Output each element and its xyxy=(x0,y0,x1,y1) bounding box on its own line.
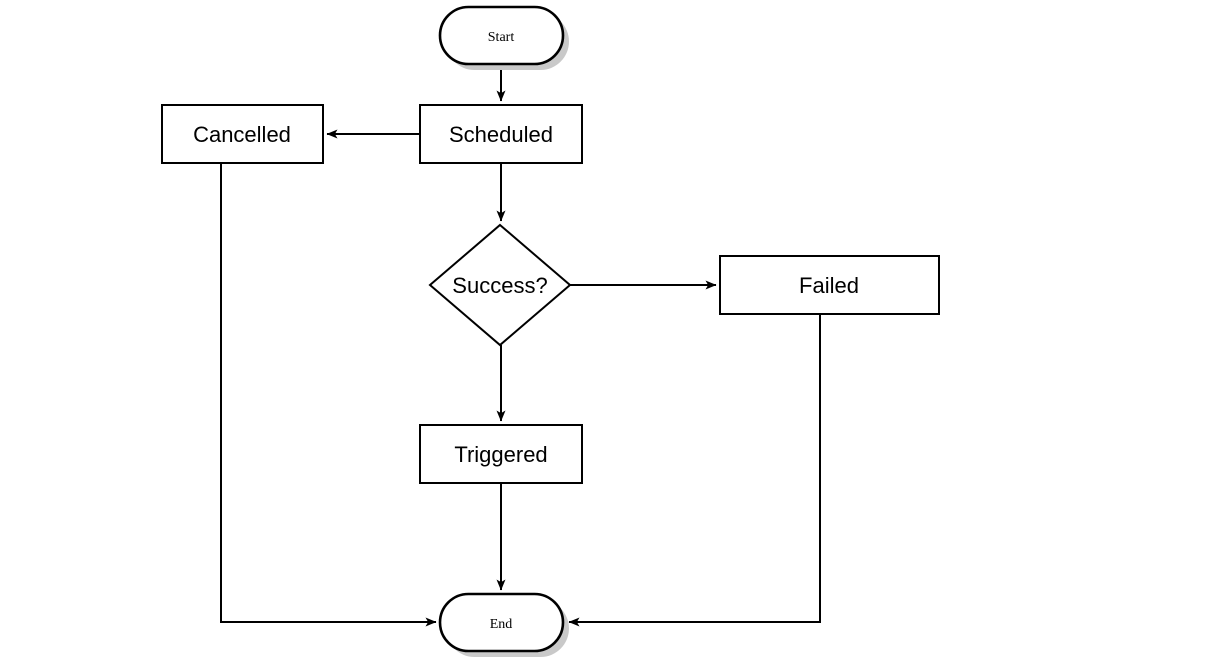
node-scheduled[interactable]: Scheduled xyxy=(419,104,583,164)
success-label: Success? xyxy=(452,273,547,298)
edge-failed-to-end xyxy=(568,314,821,627)
node-failed[interactable]: Failed xyxy=(719,255,940,315)
node-end[interactable]: End xyxy=(438,592,569,657)
scheduled-shape xyxy=(419,104,583,164)
failed-shape xyxy=(719,255,940,315)
edge-cancelled-to-end xyxy=(220,163,437,627)
cancelled-shape xyxy=(161,104,324,164)
end-label: End xyxy=(490,617,513,632)
cancelled-label: Cancelled xyxy=(193,122,291,147)
node-cancelled[interactable]: Cancelled xyxy=(161,104,324,164)
failed-label: Failed xyxy=(799,273,859,298)
end-shape xyxy=(438,592,565,653)
triggered-label: Triggered xyxy=(454,442,547,467)
node-success-decision[interactable]: Success? xyxy=(428,223,572,347)
node-start[interactable]: Start xyxy=(438,5,569,70)
scheduled-label: Scheduled xyxy=(449,122,553,147)
start-label: Start xyxy=(488,30,515,45)
success-shape xyxy=(428,223,572,347)
node-triggered[interactable]: Triggered xyxy=(419,424,583,484)
start-shape xyxy=(438,5,565,66)
triggered-shape xyxy=(419,424,583,484)
edges-layer xyxy=(220,64,821,627)
